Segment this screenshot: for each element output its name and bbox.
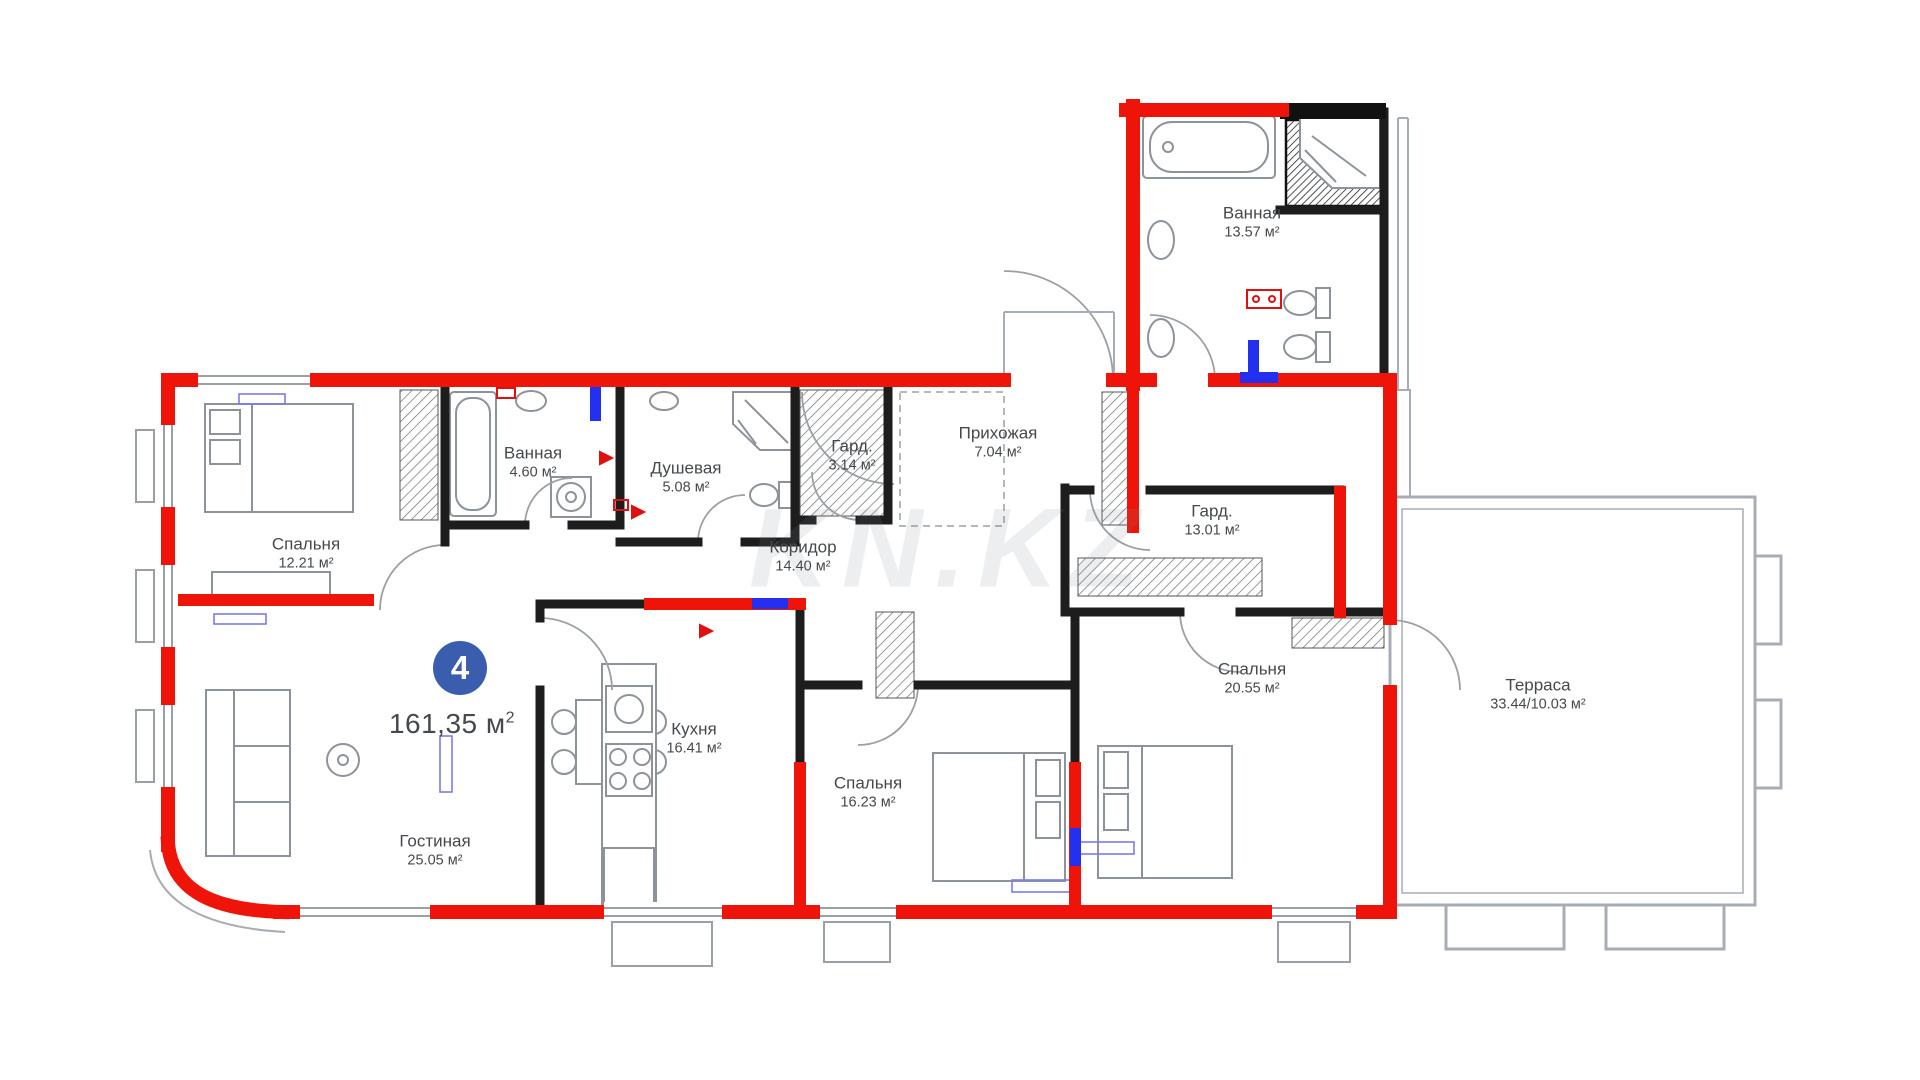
bed-middle-bedroom (932, 752, 1066, 882)
room-label-wardrobe-big: Гард. 13.01 м² (1184, 501, 1240, 539)
sink (1147, 318, 1175, 358)
corner-shower (732, 391, 794, 451)
washing-machine (550, 476, 592, 518)
shaft-wall (1280, 103, 1386, 119)
windows (135, 370, 1356, 967)
plumbing-red-symbols (496, 289, 1282, 639)
room-label-kitchen: Кухня 16.41 м² (666, 719, 722, 757)
room-label-bathroom-small: Ванная 4.60 м² (503, 443, 563, 481)
bathtub-small (449, 391, 497, 517)
furniture (204, 115, 1381, 907)
bidet (1283, 331, 1331, 363)
room-label-living-room: Гостиная 25.05 м² (399, 831, 471, 869)
kitchen-counter (601, 663, 657, 907)
sink (515, 390, 547, 412)
room-label-shower: Душевая 5.08 м² (650, 458, 722, 496)
room-label-corridor: Коридор 14.40 м² (769, 537, 837, 575)
sink (649, 391, 679, 411)
bed-right-bedroom (1097, 745, 1233, 879)
room-label-wardrobe-small: Гард. 3.14 м² (828, 436, 876, 474)
room-label-hallway: Прихожая 7.04 м² (958, 423, 1038, 461)
apartment-number-badge: 4 (433, 641, 487, 695)
sofa (205, 689, 291, 857)
room-label-bedroom-right: Спальня 20.55 м² (1217, 659, 1287, 697)
room-label-bedroom-middle: Спальня 16.23 м² (833, 773, 903, 811)
plumbing-blue (590, 340, 1278, 866)
room-label-bedroom-left: Спальня 12.21 м² (271, 534, 341, 572)
entrance-alcove (1003, 311, 1115, 378)
toilet (749, 481, 794, 509)
terrace-outline (149, 117, 1783, 951)
bathtub-top (1142, 115, 1276, 179)
interior-walls-black (440, 107, 1391, 917)
total-area: 161,35 м2 (388, 708, 516, 739)
room-label-bathroom-top: Ванная 13.57 м² (1222, 203, 1282, 241)
bed-left-bedroom (204, 403, 354, 513)
dashed-projection (899, 391, 1005, 527)
dresser (211, 571, 331, 597)
toilet (1283, 287, 1331, 319)
sink (1147, 220, 1175, 260)
room-label-terrace: Терраса 33.44/10.03 м² (1490, 675, 1586, 713)
door-arcs (379, 270, 1461, 746)
